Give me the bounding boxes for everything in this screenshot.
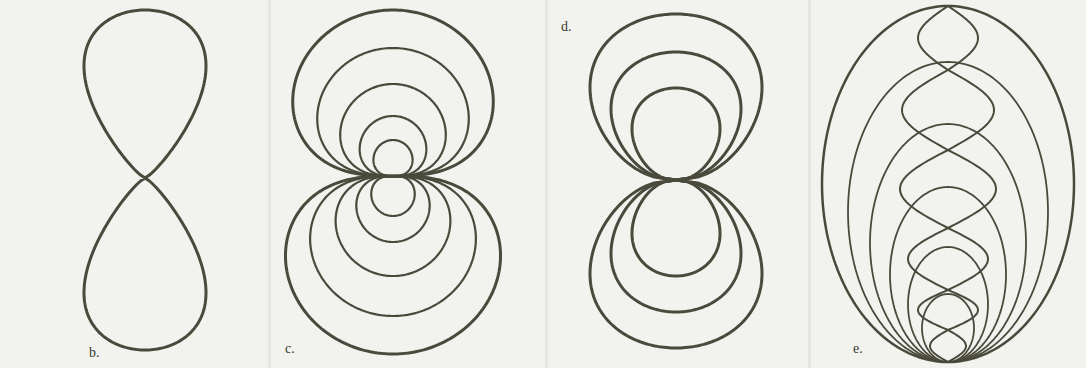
- nested-figure-eight: [590, 14, 762, 348]
- lower-loop: [285, 176, 500, 354]
- nested-figure-eight: [611, 52, 741, 312]
- chain-strand: [900, 6, 994, 362]
- figure-eight-curve: [84, 10, 206, 350]
- upper-loop: [340, 84, 446, 176]
- chain-strand: [902, 6, 996, 362]
- upper-loop: [293, 10, 494, 176]
- lower-loop: [310, 176, 476, 316]
- upper-loop: [360, 116, 427, 176]
- lower-loop: [356, 176, 429, 242]
- panel-label: c.: [284, 342, 296, 356]
- lower-loop: [336, 176, 451, 276]
- lower-loop: [371, 176, 414, 216]
- upper-loop: [373, 140, 412, 176]
- nested-figure-eight: [632, 88, 720, 276]
- inner-oval: [870, 124, 1026, 362]
- inner-oval: [922, 294, 974, 362]
- panel-label: e.: [852, 342, 864, 356]
- outer-oval: [822, 6, 1074, 362]
- panel-label: b.: [88, 346, 101, 360]
- upper-loop: [317, 48, 469, 176]
- inner-oval: [848, 62, 1048, 362]
- panel-label: d.: [560, 20, 573, 34]
- inner-oval: [890, 187, 1006, 362]
